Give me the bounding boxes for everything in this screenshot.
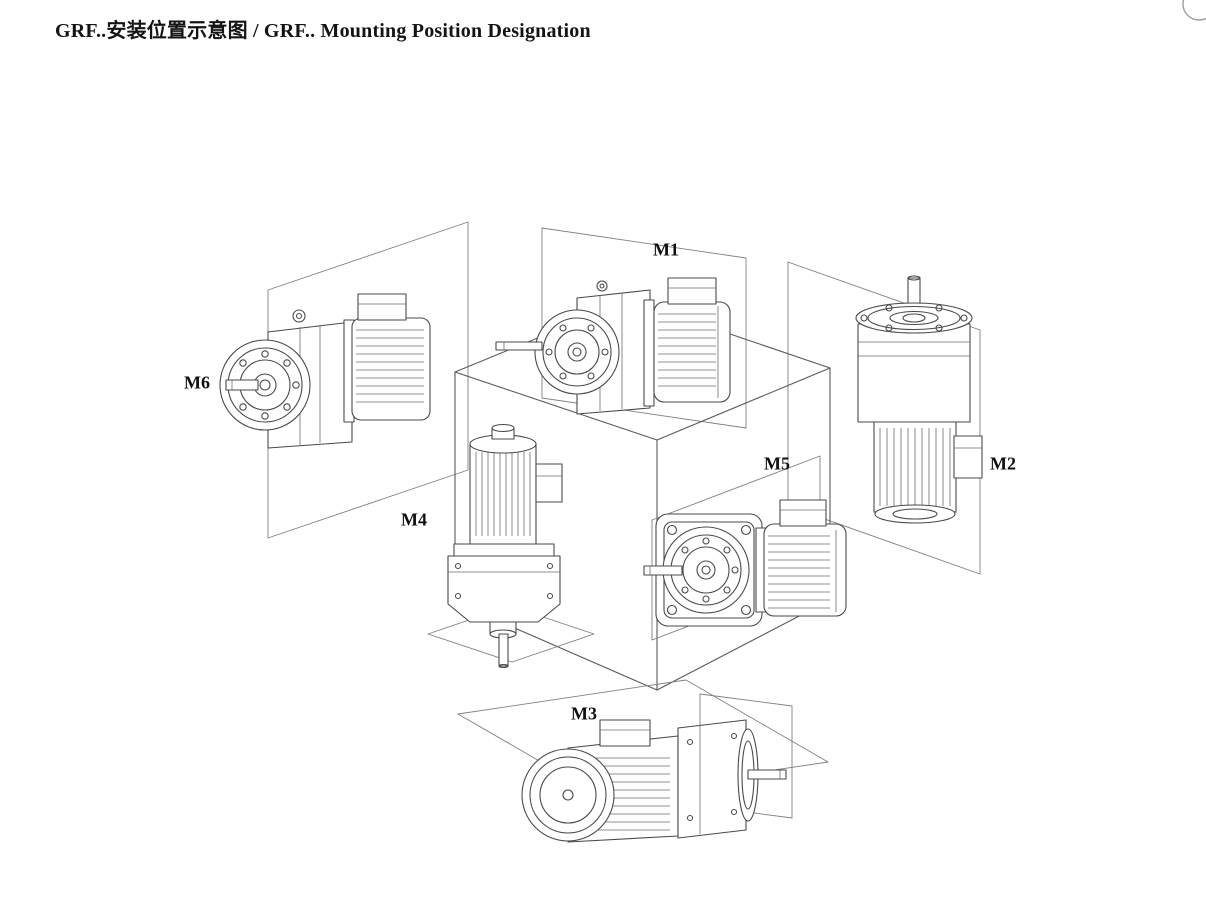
gearmotor-m2-drawing xyxy=(855,275,983,524)
position-label-m1: M1 xyxy=(653,239,679,260)
logo-mark xyxy=(1182,0,1206,21)
gearmotor-m3-drawing xyxy=(521,719,787,843)
position-label-m3: M3 xyxy=(571,703,597,724)
position-label-m2: M2 xyxy=(990,453,1016,474)
gearmotor-m4-drawing xyxy=(427,423,595,669)
mounting-panel-m6 xyxy=(267,221,469,539)
position-label-m4: M4 xyxy=(401,509,427,530)
gearmotor-m1-drawing xyxy=(495,277,731,415)
gearmotor-m6-drawing xyxy=(219,293,431,449)
page-title: GRF..安装位置示意图 / GRF.. Mounting Position D… xyxy=(55,20,591,42)
position-label-m6: M6 xyxy=(184,372,210,393)
position-label-m5: M5 xyxy=(764,453,790,474)
gearmotor-m5-drawing xyxy=(643,499,847,627)
